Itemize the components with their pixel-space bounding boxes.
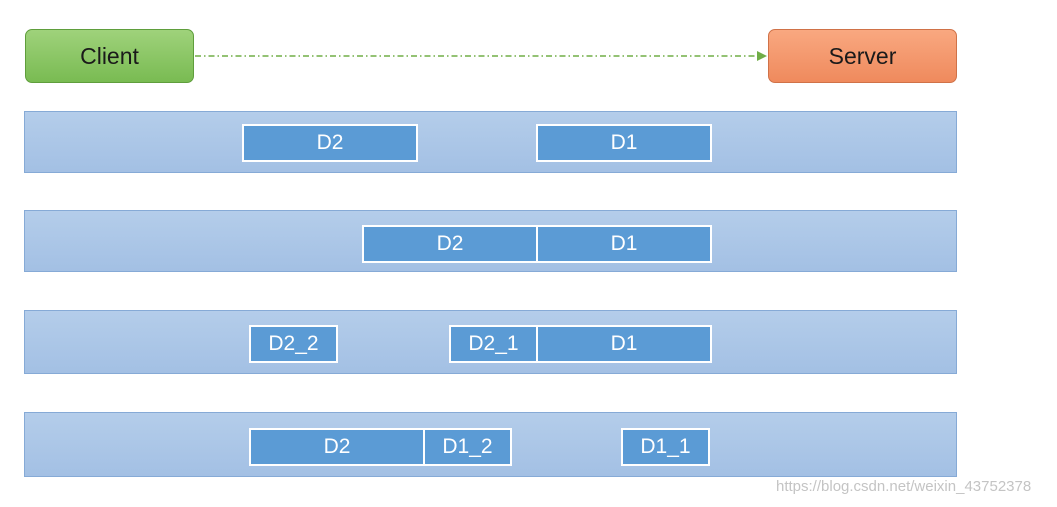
packet-d2: D2 — [242, 124, 418, 162]
packet-d2: D2 — [249, 428, 425, 466]
packet-d2: D2 — [362, 225, 538, 263]
packet-d1-2: D1_2 — [423, 428, 512, 466]
client-node: Client — [25, 29, 194, 83]
stream-lane-1 — [24, 111, 957, 173]
packet-d2-2: D2_2 — [249, 325, 338, 363]
watermark-text: https://blog.csdn.net/weixin_43752378 — [776, 478, 1032, 495]
client-server-arrow — [195, 51, 767, 61]
packet-d1-1: D1_1 — [621, 428, 710, 466]
packet-d1: D1 — [536, 124, 712, 162]
packet-d1: D1 — [536, 325, 712, 363]
packet-d2-1: D2_1 — [449, 325, 538, 363]
packet-d1: D1 — [536, 225, 712, 263]
server-node: Server — [768, 29, 957, 83]
